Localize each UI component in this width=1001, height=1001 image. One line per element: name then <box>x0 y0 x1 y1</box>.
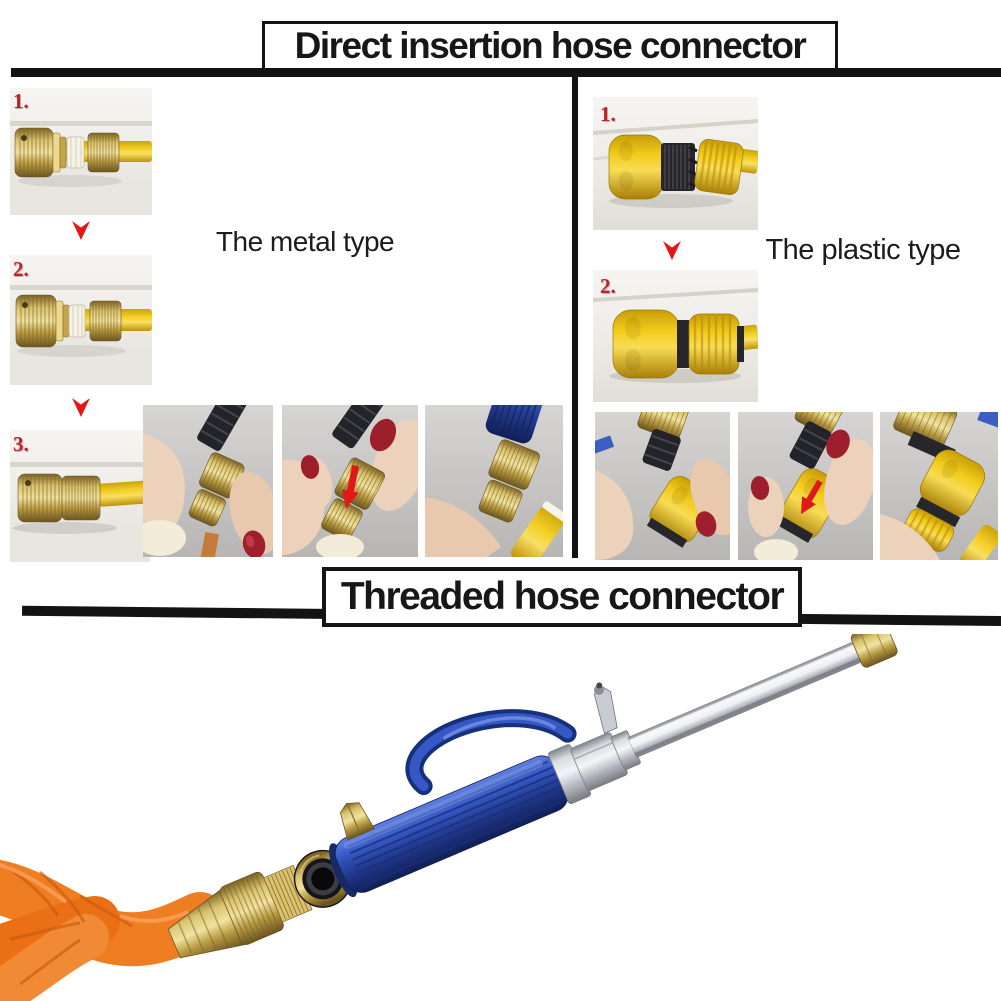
plastic-step1-photo <box>593 97 758 230</box>
metal-step3-number: 3. <box>13 432 29 456</box>
pressure-washer-wand-photo <box>0 634 1001 1001</box>
plastic-hand-photo-2 <box>738 412 873 560</box>
red-down-arrow-icon <box>341 464 360 509</box>
metal-hand-photo-3 <box>425 405 563 557</box>
metal-step3-photo <box>10 430 150 562</box>
metal-step2-number: 2. <box>13 257 29 281</box>
column-divider-line <box>572 77 578 558</box>
brass-knob <box>339 802 375 841</box>
aluminum-lance-tube <box>627 639 867 759</box>
red-down-chevron-icon <box>663 241 681 260</box>
plastic-step1-number: 1. <box>600 102 616 126</box>
red-down-chevron-icon <box>72 221 90 240</box>
top-divider-line <box>11 68 1001 77</box>
valve-body <box>548 682 641 805</box>
red-down-chevron-icon <box>72 398 90 417</box>
brass-tip <box>850 634 898 668</box>
metal-step1-photo <box>10 88 152 215</box>
plastic-type-label: The plastic type <box>765 234 961 266</box>
bottom-title-box: Threaded hose connector <box>322 567 802 627</box>
blue-handle-barrel <box>329 755 569 898</box>
yellow-connector <box>903 449 986 552</box>
metal-step1-number: 1. <box>13 89 29 113</box>
plastic-hand-photo-3 <box>880 412 998 560</box>
metal-type-label: The metal type <box>215 226 395 257</box>
top-title-box: Direct insertion hose connector <box>262 21 838 71</box>
metal-hand-photo-1 <box>143 405 273 557</box>
blue-connector <box>485 405 548 444</box>
bottom-title: Threaded hose connector <box>340 575 785 618</box>
top-title: Direct insertion hose connector <box>294 25 807 66</box>
plastic-step2-photo <box>593 270 758 402</box>
metal-hand-photo-2 <box>282 405 418 557</box>
brass-hose-connector <box>167 864 313 959</box>
brass-connector <box>478 439 540 523</box>
plastic-step2-number: 2. <box>600 274 616 298</box>
metal-step2-photo <box>10 255 152 385</box>
red-down-arrow-icon <box>801 479 823 515</box>
valve-latch <box>593 686 618 734</box>
plastic-hand-photo-1 <box>595 412 730 560</box>
trigger-handle <box>405 709 577 796</box>
